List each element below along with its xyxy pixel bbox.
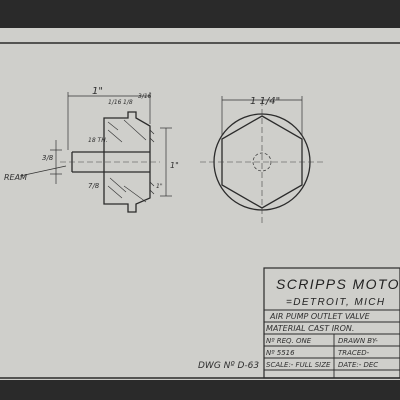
title-block [263, 267, 400, 379]
dim-counterbore: 1" [156, 183, 163, 190]
dim-flange-b: 1/8 [123, 99, 133, 106]
section-view [60, 111, 160, 213]
drawing-number: DWG Nº D-63 [198, 361, 259, 371]
dim-bore: 3/8 [42, 154, 54, 162]
dim-thread: 18 TH. [88, 137, 108, 144]
dim-height: 1" [170, 161, 179, 170]
drawing-sheet [0, 28, 400, 380]
dim-shank: 7/8 [88, 182, 100, 190]
part-number: Nº 5516 [266, 349, 295, 357]
ream-note: REAM [4, 173, 27, 182]
dim-flange-c: 3/16 [138, 93, 152, 100]
date: DATE:- DEC [338, 361, 378, 369]
traced: TRACED- [338, 349, 370, 357]
section-dimension-lines [19, 92, 172, 197]
scale: SCALE:- FULL SIZE [266, 361, 331, 369]
dim-hex-across: 1 1/4" [250, 96, 280, 107]
no-required: Nº REQ. ONE [266, 337, 312, 345]
bore-circle [252, 152, 272, 172]
material: MATERIAL CAST IRON. [266, 324, 354, 333]
dim-flange-a: 1/16 [108, 99, 122, 106]
company-location: =DETROIT, MICH [286, 297, 386, 308]
company-name: SCRIPPS MOTOR [276, 276, 400, 292]
drawn-by: DRAWN BY- [338, 337, 378, 345]
end-view [200, 100, 324, 224]
dim-overall-width: 1" [92, 86, 103, 97]
section-hatching [107, 119, 147, 203]
part-name: AIR PUMP OUTLET VALVE [269, 312, 371, 321]
end-dimension-lines [221, 96, 303, 136]
thread-marks [149, 129, 155, 195]
